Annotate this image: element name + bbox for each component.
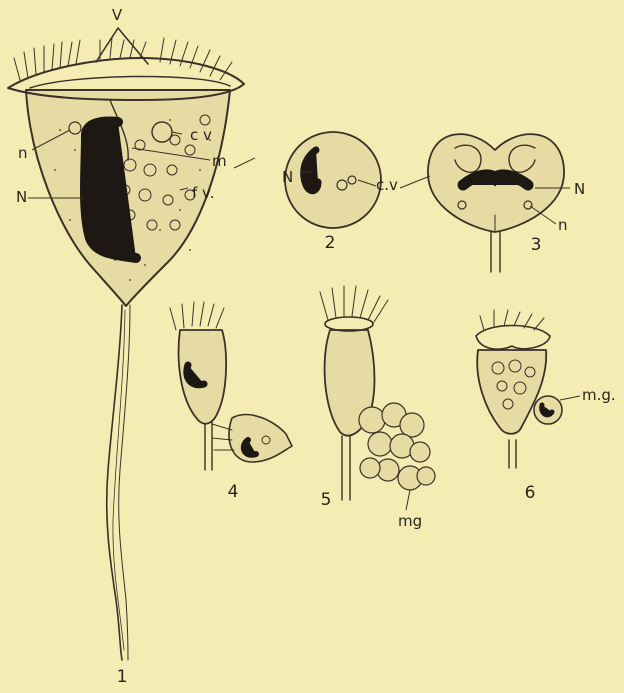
label-v: V (112, 6, 123, 24)
label-mg-5: mg (398, 512, 422, 530)
stalk-4 (205, 420, 212, 470)
figure-number-5: 5 (321, 490, 332, 510)
figure-number-4: 4 (228, 482, 239, 502)
figure-4-budding (170, 302, 292, 470)
microconjugant-4 (229, 415, 292, 462)
label-n-small-3: n (558, 216, 568, 234)
cell-2 (285, 132, 381, 228)
label-N-1: N (16, 188, 27, 206)
figure-number-1: 1 (117, 667, 128, 687)
label-cv-1: c v (190, 126, 212, 144)
microgamete-6 (534, 396, 562, 424)
figure-3-dividing (400, 134, 570, 272)
figure-6-attached (476, 310, 580, 468)
microgamete-cluster-5 (359, 403, 435, 490)
macronucleus-2 (304, 150, 318, 191)
label-n-small-1: n (18, 144, 28, 162)
figure-number-2: 2 (325, 233, 336, 253)
label-m-1: m (212, 152, 227, 170)
label-mg-6: m.g. (582, 386, 616, 404)
figure-5-cluster (320, 286, 435, 510)
label-cv-2: c.v (376, 176, 398, 194)
figure-number-3: 3 (531, 235, 542, 255)
stalk-1 (107, 305, 122, 660)
figure-numbers: 1 2 3 4 5 6 (117, 233, 542, 687)
stalk-5 (342, 436, 350, 500)
label-N-3: N (574, 180, 585, 198)
figure-number-6: 6 (525, 483, 536, 503)
label-N-2: N (282, 168, 293, 186)
macronucleus-3 (463, 175, 528, 185)
label-fv-1: f v. (192, 184, 215, 202)
stalk-1-inner (119, 305, 130, 660)
cell-6 (477, 350, 546, 434)
stalk-6 (509, 440, 516, 468)
figure-2-cell (234, 132, 381, 228)
